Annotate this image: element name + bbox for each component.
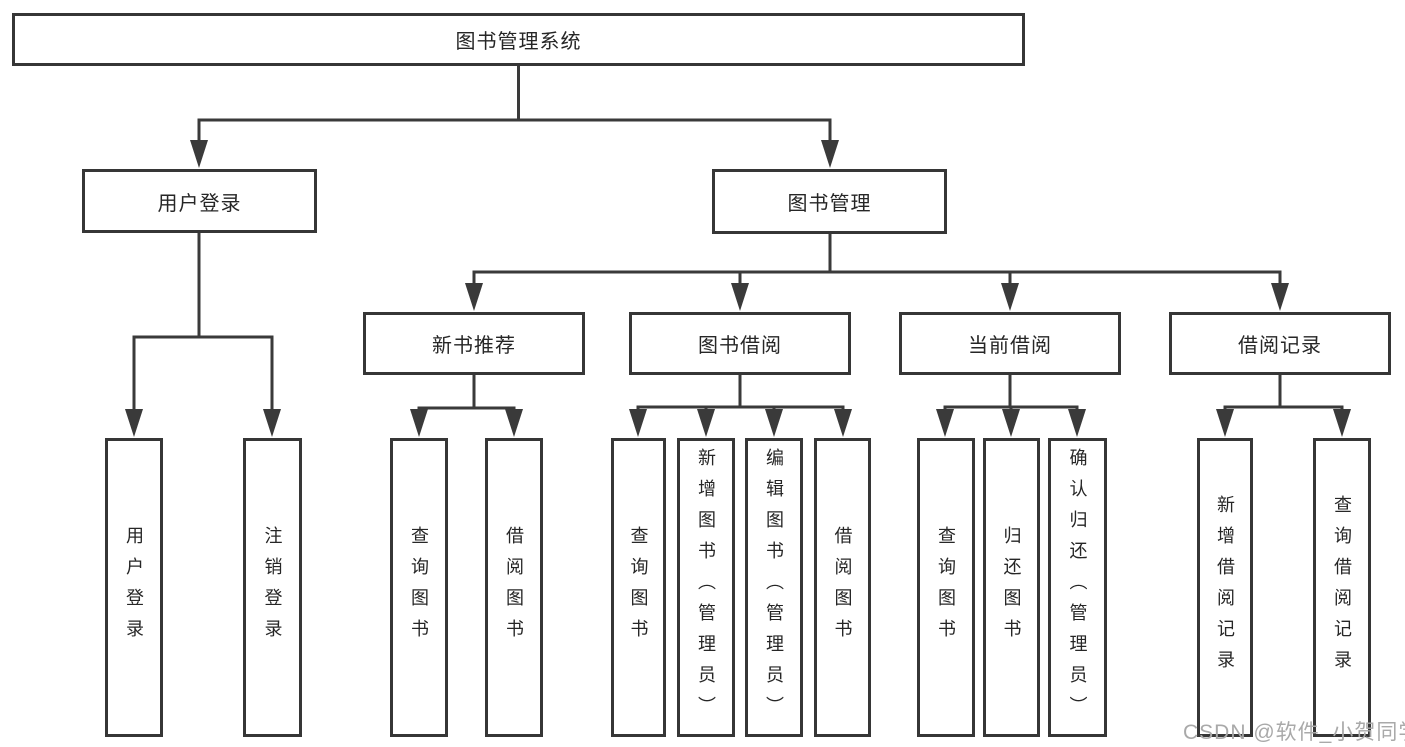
leaf-label: 查询图书 xyxy=(628,525,649,650)
connector-book-management xyxy=(472,234,1282,287)
leaf-label: 借阅图书 xyxy=(504,525,524,650)
node-user-login: 用户登录 xyxy=(82,169,317,233)
connector-user-login xyxy=(132,233,274,414)
leaf-add-books-admin: 新增图书（管理员） xyxy=(677,438,735,737)
leaf-label: 借阅图书 xyxy=(832,525,853,650)
csdn-watermark: CSDN @软件_小贺同学 xyxy=(1183,721,1405,744)
leaf-add-borrow-record: 新增借阅记录 xyxy=(1197,438,1253,737)
leaf-query-books-borrow: 查询图书 xyxy=(611,438,666,737)
leaf-label: 用户登录 xyxy=(124,525,144,650)
leaf-label: 归还图书 xyxy=(1001,525,1022,650)
node-book-management: 图书管理 xyxy=(712,169,947,234)
leaf-query-books-current: 查询图书 xyxy=(917,438,975,737)
leaf-label: 新增借阅记录 xyxy=(1215,494,1235,681)
leaf-label: 新增图书（管理员） xyxy=(696,448,716,727)
leaf-logout: 注销登录 xyxy=(243,438,302,737)
node-current-borrow: 当前借阅 xyxy=(899,312,1121,375)
leaf-return-books: 归还图书 xyxy=(983,438,1040,737)
node-new-book-recommend: 新书推荐 xyxy=(363,312,585,375)
leaf-user-login: 用户登录 xyxy=(105,438,163,737)
leaf-label: 编辑图书（管理员） xyxy=(764,448,784,727)
node-borrow-records: 借阅记录 xyxy=(1169,312,1391,375)
leaf-borrow-books: 借阅图书 xyxy=(814,438,871,737)
connector-current-borrow xyxy=(943,375,1079,414)
connector-book-borrow xyxy=(636,375,845,414)
leaf-borrow-books-recommend: 借阅图书 xyxy=(485,438,543,737)
leaf-query-books-recommend: 查询图书 xyxy=(390,438,448,737)
leaf-label: 查询图书 xyxy=(936,525,956,650)
leaf-label: 查询借阅记录 xyxy=(1332,494,1352,681)
leaf-query-borrow-record: 查询借阅记录 xyxy=(1313,438,1371,737)
connector-borrow-records xyxy=(1223,375,1344,414)
connector-root xyxy=(197,66,832,142)
leaf-edit-books-admin: 编辑图书（管理员） xyxy=(745,438,803,737)
leaf-label: 注销登录 xyxy=(262,525,283,650)
node-book-borrow: 图书借阅 xyxy=(629,312,851,375)
leaf-label: 查询图书 xyxy=(409,525,429,650)
leaf-confirm-return-admin: 确认归还（管理员） xyxy=(1048,438,1107,737)
leaf-label: 确认归还（管理员） xyxy=(1067,448,1088,727)
node-library-management-system: 图书管理系统 xyxy=(12,13,1025,66)
connector-new-book-recommend xyxy=(417,375,516,414)
